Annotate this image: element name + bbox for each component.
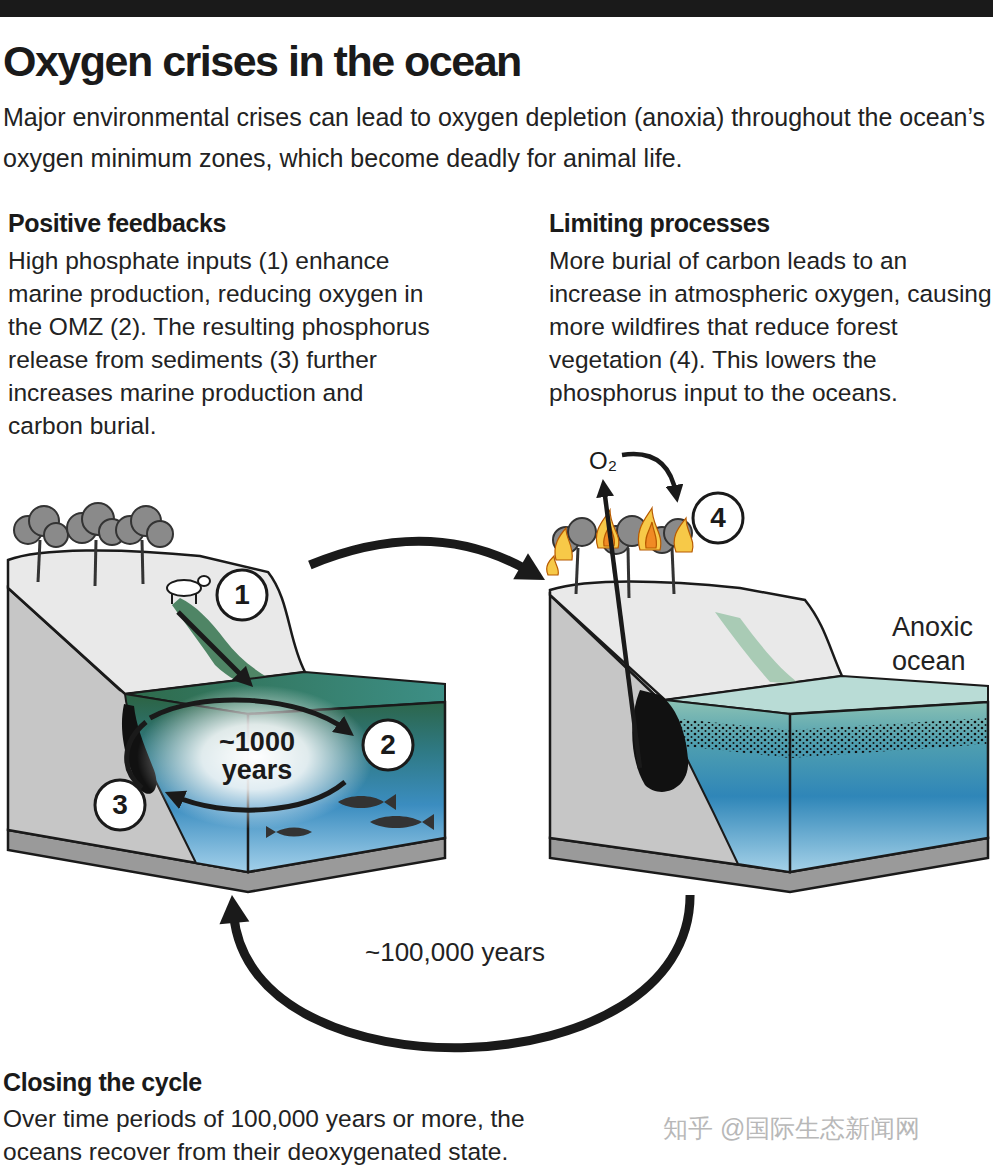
- top-bar: [0, 0, 993, 17]
- canopy-blob: [147, 521, 173, 547]
- canopy-blob: [44, 523, 68, 547]
- cycle-connector: [310, 541, 545, 580]
- land-surface: [8, 550, 305, 694]
- section-body: High phosphate inputs (1) enhance marine…: [8, 244, 440, 442]
- input-arrow: [178, 612, 246, 680]
- callout-number: 4: [691, 491, 745, 545]
- subtitle: Major environmental crises can lead to o…: [3, 97, 993, 179]
- arrow-head: [513, 553, 545, 580]
- cow-body: [167, 580, 201, 596]
- diagram-title: Oxygen crises in the ocean: [3, 36, 521, 86]
- fish: [266, 826, 312, 838]
- connector-line: [310, 541, 528, 570]
- edge-label: ~100,000 years: [365, 937, 595, 967]
- section-heading: Positive feedbacks: [8, 207, 438, 239]
- tree-trunk: [95, 540, 96, 586]
- chemical-label: O₂: [589, 447, 629, 475]
- callout-text: 2: [361, 718, 415, 772]
- cycle-arrow: [150, 700, 346, 730]
- sediment: [632, 690, 688, 792]
- flames: [547, 508, 693, 575]
- block-label: Anoxic ocean: [892, 610, 992, 678]
- tree-canopy: [14, 503, 173, 547]
- river: [715, 612, 800, 684]
- canopy-blob: [568, 518, 596, 546]
- anoxic-band: [670, 718, 988, 758]
- cow-head: [198, 576, 210, 586]
- tree-trunk: [38, 540, 40, 582]
- tree-trunk: [672, 548, 674, 594]
- ocean-block: Anoxic ocean 4: [545, 480, 990, 895]
- tree-trunk: [628, 548, 629, 598]
- glow: [137, 685, 373, 829]
- section-heading: Limiting processes: [549, 207, 989, 239]
- oxygen-arrow: [622, 454, 676, 494]
- flame: [674, 518, 693, 552]
- callout-number: 1: [215, 568, 269, 622]
- cycle-connector: [219, 895, 690, 1048]
- tree-canopy: [553, 516, 692, 554]
- connector-line: [234, 895, 690, 1048]
- fish: [370, 814, 434, 830]
- section-heading: Closing the cycle: [3, 1066, 603, 1098]
- ocean-block: ~1000 years 1 2 3: [8, 565, 448, 895]
- section-body: Over time periods of 100,000 years or mo…: [3, 1102, 603, 1168]
- flame: [547, 556, 559, 575]
- oxygen-arrow: [604, 488, 640, 768]
- tree-trunk: [142, 540, 143, 584]
- callout-text: 4: [691, 491, 745, 545]
- tree-trunk: [576, 548, 578, 594]
- cycle-arrow: [127, 722, 146, 788]
- section-body: More burial of carbon leads to an increa…: [549, 244, 993, 409]
- flame: [638, 508, 660, 550]
- cow: [167, 576, 210, 604]
- fish: [338, 794, 396, 810]
- flame: [646, 522, 657, 548]
- callout-number: 3: [93, 778, 147, 832]
- flame: [555, 528, 572, 560]
- callout-number: 2: [361, 718, 415, 772]
- callout-text: 1: [215, 568, 269, 622]
- watermark: 知乎 @国际生态新闻网: [663, 1113, 993, 1143]
- cycle-arrow: [174, 782, 345, 810]
- callout-text: 3: [93, 778, 147, 832]
- arrow-head: [219, 895, 249, 924]
- cycle-time: ~1000 years: [195, 728, 319, 784]
